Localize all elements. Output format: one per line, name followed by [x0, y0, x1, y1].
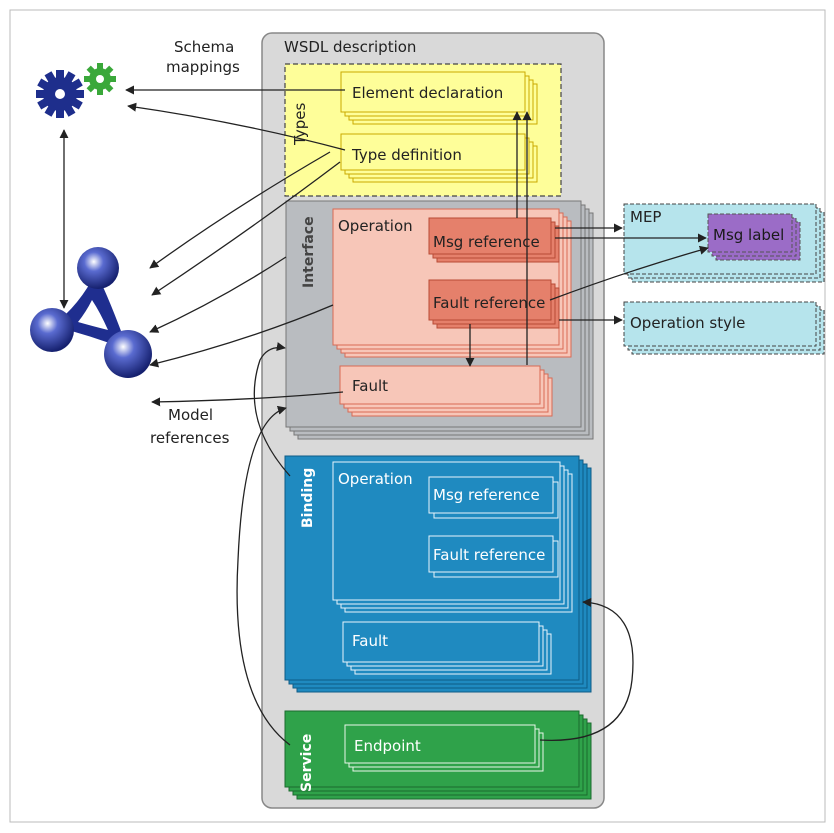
- binding-label: Binding: [300, 468, 316, 528]
- interface-fault-stack: [339, 365, 553, 417]
- binding-msg-reference-stack: [428, 476, 559, 519]
- operation-style-label: Operation style: [630, 314, 745, 332]
- binding-fault-stack: [342, 621, 552, 675]
- interface-msg-reference-stack: [428, 217, 560, 263]
- interface-label: Interface: [301, 216, 317, 288]
- service-label: Service: [299, 734, 315, 792]
- interface-fault-reference-label: Fault reference: [433, 294, 545, 312]
- binding-operation-label: Operation: [338, 470, 413, 488]
- interface-fault-reference-stack: [428, 279, 560, 329]
- mep-label: MEP: [630, 208, 661, 226]
- interface-msg-reference-label: Msg reference: [433, 233, 540, 251]
- wsdl-description-title: WSDL description: [284, 38, 416, 56]
- element-declaration-stack: [340, 71, 538, 125]
- schema-mappings-label-line2: mappings: [166, 58, 240, 76]
- connectors: [59, 85, 709, 746]
- element-declaration-label: Element declaration: [352, 84, 503, 102]
- model-references-label-line2: references: [150, 429, 230, 447]
- msg-label-stack: [707, 213, 801, 261]
- model-references-label-line1: Model: [168, 406, 213, 424]
- binding-fault-reference-label: Fault reference: [433, 546, 545, 564]
- type-definition-label: Type definition: [351, 146, 462, 164]
- types-label: Types: [291, 103, 309, 146]
- schema-gears-icon: [36, 63, 116, 118]
- msg-label-label: Msg label: [713, 226, 784, 244]
- binding-msg-reference-label: Msg reference: [433, 486, 540, 504]
- binding-fault-label: Fault: [352, 632, 388, 650]
- schema-mappings-label-line1: Schema: [174, 38, 234, 56]
- endpoint-label: Endpoint: [354, 737, 421, 755]
- interface-operation-label: Operation: [338, 217, 413, 235]
- operation-style-stack: [623, 301, 825, 355]
- ontology-model-icon: [30, 247, 152, 378]
- binding-fault-reference-stack: [428, 535, 559, 578]
- interface-fault-label: Fault: [352, 377, 388, 395]
- type-definition-stack: [340, 133, 538, 183]
- endpoint-stack: [344, 724, 544, 772]
- outer-frame: [9, 9, 826, 823]
